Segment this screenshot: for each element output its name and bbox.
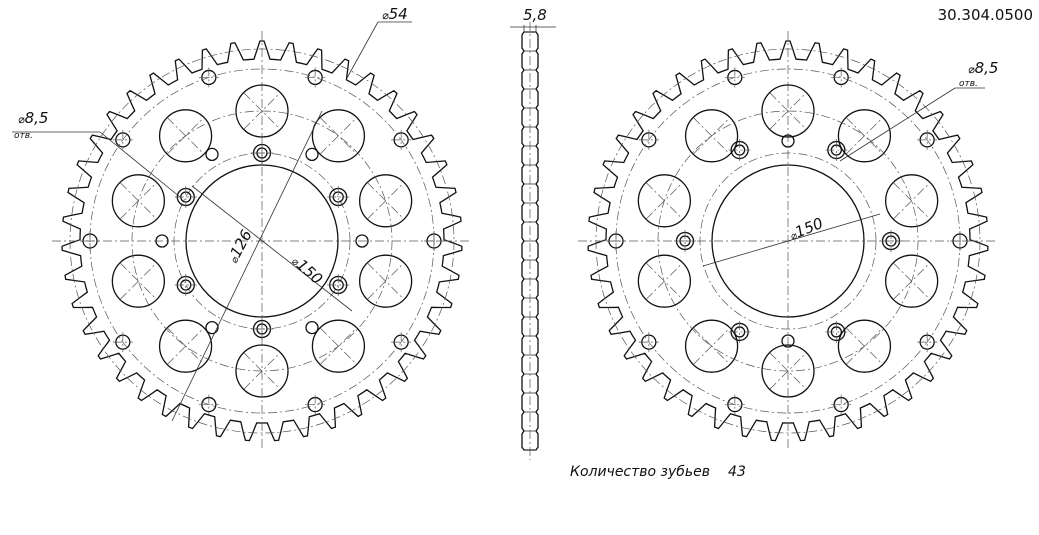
right-dim-bore: ⌀150 <box>787 214 826 244</box>
teeth-count-caption: Количество зубьев 43 <box>570 464 746 480</box>
center-mark <box>319 117 357 155</box>
leader-lightening-hole <box>346 21 379 79</box>
lightening-hole <box>158 319 213 373</box>
part-number: 30.304.0500 <box>937 6 1033 24</box>
right-bolt-hole-note: отв. <box>959 79 978 89</box>
left-bolt-hole-note: отв. <box>14 131 33 141</box>
inner-small-hole <box>305 320 319 335</box>
side-thickness-value: 5,8 <box>523 6 547 24</box>
svg-text:⌀150: ⌀150 <box>288 252 326 289</box>
lightening-hole <box>684 319 739 373</box>
inner-small-hole <box>781 134 795 148</box>
lightening-hole <box>311 319 366 373</box>
inner-small-hole <box>205 147 219 162</box>
lightening-hole <box>111 174 166 228</box>
outer-hole-circle <box>615 68 961 414</box>
lightening-hole <box>837 319 892 373</box>
inner-small-hole <box>781 334 795 348</box>
dim-line-150 <box>191 185 353 312</box>
right-bolt-hole-value: 8,5 <box>975 59 999 77</box>
inner-small-hole <box>355 234 369 248</box>
lightening-hole <box>358 174 413 228</box>
outer-hole-circle <box>89 68 435 414</box>
lightening-hole-circle <box>131 110 393 372</box>
center-mark <box>367 182 405 220</box>
center-mark <box>893 182 931 220</box>
lightening-hole <box>684 109 739 163</box>
sprocket-teeth-outline <box>587 40 989 442</box>
left-lightening-hole-value: 54 <box>389 5 408 23</box>
lightening-hole <box>235 84 289 138</box>
lightening-hole-circle <box>657 110 919 372</box>
diameter-symbol: ⌀ <box>789 230 800 243</box>
right-bore-value: 150 <box>792 214 825 241</box>
lightening-hole <box>235 344 289 398</box>
svg-text:⌀126: ⌀126 <box>224 227 256 266</box>
svg-text:⌀8,5: ⌀8,5 <box>18 109 48 127</box>
teeth-count-label: Количество зубьев <box>570 464 711 480</box>
inner-small-hole <box>305 147 319 162</box>
lightening-hole <box>884 254 939 308</box>
svg-text:⌀150: ⌀150 <box>787 214 826 244</box>
left-dim-bolt-hole: ⌀8,5 отв. <box>14 109 48 141</box>
diameter-symbol: ⌀ <box>968 63 975 76</box>
dim-line-126 <box>171 110 323 422</box>
lightening-hole <box>637 174 692 228</box>
right-dim-bolt-hole: ⌀8,5 отв. <box>959 59 998 89</box>
lightening-hole <box>761 344 815 398</box>
svg-text:⌀8,5: ⌀8,5 <box>968 59 998 77</box>
left-dim-pcd-inner: ⌀126 <box>224 227 256 266</box>
diameter-symbol: ⌀ <box>18 113 25 126</box>
lightening-hole <box>837 109 892 163</box>
inner-small-hole <box>205 320 219 335</box>
lightening-hole <box>761 84 815 138</box>
side-dim-thickness: 5,8 <box>523 6 547 24</box>
svg-text:⌀54: ⌀54 <box>382 5 408 23</box>
center-mark <box>119 262 157 300</box>
lightening-hole <box>158 109 213 163</box>
lightening-hole <box>884 174 939 228</box>
left-sprocket-view <box>12 21 472 451</box>
teeth-count-value: 43 <box>728 464 746 480</box>
left-bolt-hole-value: 8,5 <box>25 109 49 127</box>
lightening-hole <box>637 254 692 308</box>
central-bore <box>185 164 339 318</box>
diameter-symbol: ⌀ <box>229 254 242 265</box>
sprocket-teeth-outline <box>61 40 463 442</box>
inner-small-hole <box>155 234 169 248</box>
center-mark <box>645 262 683 300</box>
leader-bolt-hole <box>839 87 956 162</box>
diameter-symbol: ⌀ <box>382 9 389 22</box>
dim-line-150 <box>702 213 881 267</box>
bolt-circle <box>173 152 351 330</box>
central-bore <box>711 164 865 318</box>
center-mark <box>845 117 883 155</box>
lightening-hole <box>311 109 366 163</box>
bolt-circle <box>699 152 877 330</box>
left-dim-bore: ⌀150 <box>288 252 326 289</box>
left-dim-lightening-hole: ⌀54 <box>382 5 408 23</box>
lightening-hole <box>111 254 166 308</box>
sprocket-side-view <box>510 22 556 460</box>
leader-bolt-hole <box>99 131 181 198</box>
lightening-hole <box>358 254 413 308</box>
left-pcd-inner-value: 126 <box>226 227 255 261</box>
right-sprocket-view <box>578 31 998 451</box>
